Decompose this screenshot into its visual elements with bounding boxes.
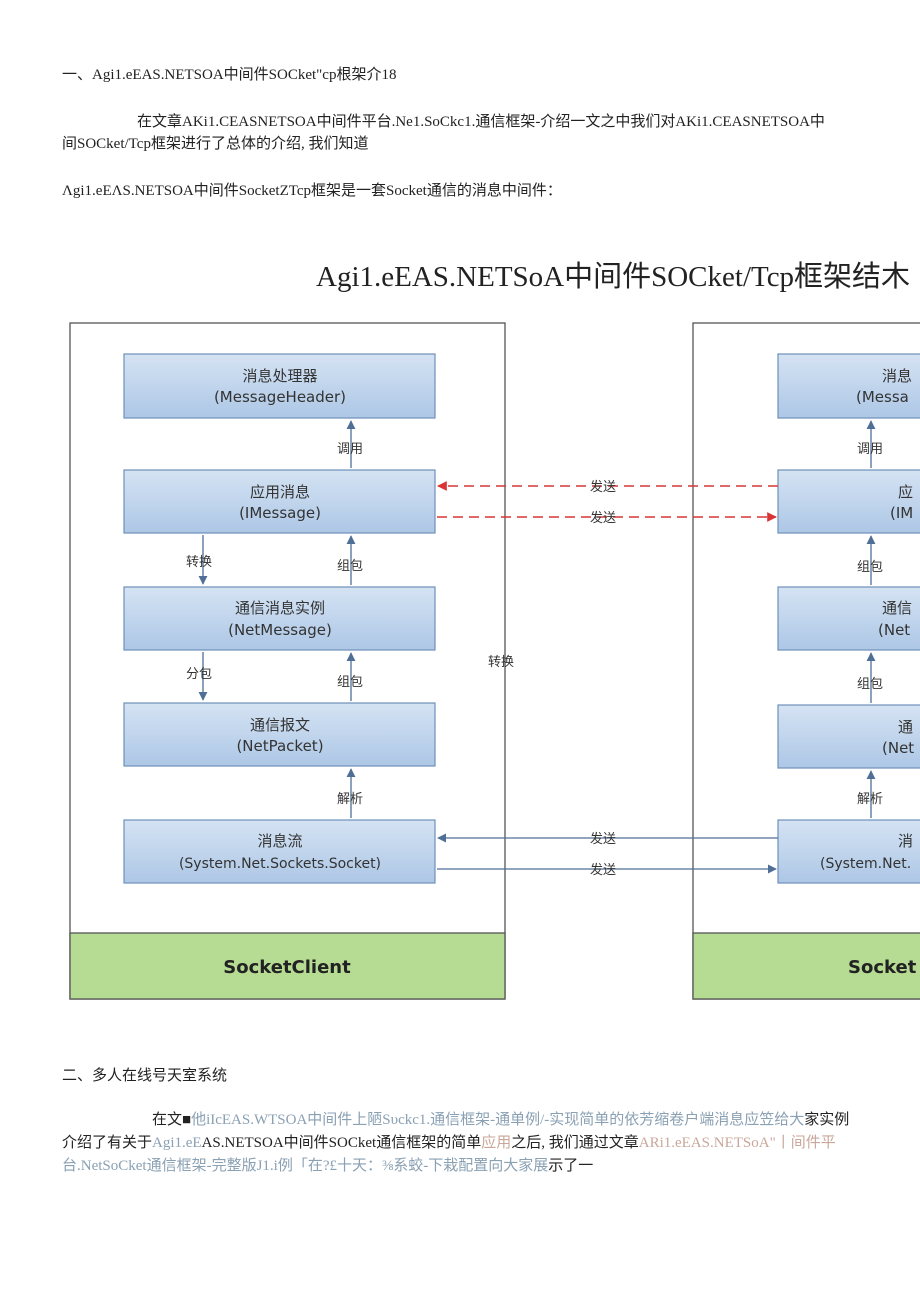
box-title: 消息流 bbox=[257, 832, 302, 850]
box-subtitle: (NetMessage) bbox=[228, 621, 332, 639]
text-segment: 在文■ bbox=[152, 1112, 192, 1128]
text-segment: 家实例 bbox=[804, 1112, 850, 1128]
article-link-full-version[interactable]: ARi1.eEAS.NETSoA"丨间件平 bbox=[638, 1135, 836, 1151]
label-parse: 解析 bbox=[337, 792, 363, 807]
client-box-app-message: 应用消息 (IMessage) bbox=[123, 469, 436, 534]
box-subtitle: (IMessage) bbox=[239, 504, 321, 522]
server-box-net-packet: 通 (Net bbox=[777, 704, 920, 769]
box-subtitle: (System.Net.Sockets.Socket) bbox=[179, 856, 381, 872]
server-box-app-message: 应 (IM bbox=[777, 469, 920, 534]
server-box-message-handler: 消息 (Messa bbox=[777, 353, 920, 419]
text-segment: AS.NETSOA中间件SOCket通信框架的简单 bbox=[201, 1135, 482, 1151]
box-subtitle: (Net bbox=[878, 621, 910, 639]
label-pack-2: 组包 bbox=[337, 675, 363, 690]
client-label: SocketClient bbox=[223, 957, 351, 978]
label-middle-convert: 转换 bbox=[488, 655, 514, 670]
box-subtitle: (System.Net. bbox=[820, 856, 911, 872]
client-box-net-message: 通信消息实例 (NetMessage) bbox=[123, 586, 436, 651]
section2-heading: 二、多人在线号天室系统 bbox=[62, 1068, 228, 1084]
client-box-net-packet: 通信报文 (NetPacket) bbox=[123, 702, 436, 767]
text-segment: 介绍了有关于 bbox=[62, 1135, 153, 1151]
server-box-net-message: 通信 (Net bbox=[777, 586, 920, 651]
link-agile-eas[interactable]: Agi1.eE bbox=[152, 1135, 202, 1151]
section1-paragraph-line2: 间SOCket/Tcp框架进行了总体的介绍, 我们知道 bbox=[62, 136, 369, 152]
client-panel: SocketClient bbox=[69, 322, 506, 1000]
server-box-message-stream: 消 (System.Net. bbox=[777, 819, 920, 884]
server-panel: Socket bbox=[692, 322, 920, 1000]
section1-paragraph-line1: 在文章AKi1.CEASNETSOA中间件平台.Ne1.SoCkc1.通信框架-… bbox=[137, 114, 825, 130]
server-label-call: 调用 bbox=[857, 442, 883, 457]
box-title: 消 bbox=[898, 832, 913, 850]
box-title: 通信消息实例 bbox=[235, 599, 325, 617]
client-box-message-stream: 消息流 (System.Net.Sockets.Socket) bbox=[123, 819, 436, 884]
box-subtitle: (MessageHeader) bbox=[214, 388, 346, 406]
label-pack-1: 组包 bbox=[337, 559, 363, 574]
box-subtitle: (IM bbox=[890, 504, 913, 522]
text-segment: 示了一 bbox=[548, 1158, 594, 1174]
section1-heading: 一、Agi1.eEAS.NETSOA中间件SOCket"cp根架介18 bbox=[62, 67, 397, 83]
section2-paragraph-line1: 在文■他iIcEAS.WTSOA中间件上陋Sυckc1.通信框架-通单例/-实现… bbox=[152, 1110, 849, 1131]
server-label-parse: 解析 bbox=[857, 792, 883, 807]
label-split: 分包 bbox=[186, 667, 212, 682]
label-convert: 转换 bbox=[186, 555, 212, 570]
box-title: 消息处理器 bbox=[242, 367, 317, 385]
text-segment: 之后, 我们通过文章 bbox=[511, 1135, 639, 1151]
label-send-1: 发送 bbox=[590, 479, 616, 495]
box-title: 通 bbox=[898, 718, 913, 736]
label-send-4: 发送 bbox=[590, 862, 616, 878]
client-box-message-handler: 消息处理器 (MessageHeader) bbox=[123, 353, 436, 419]
link-application[interactable]: 应用 bbox=[481, 1135, 512, 1151]
box-title: 通信 bbox=[882, 599, 912, 617]
box-subtitle: (Net bbox=[882, 739, 914, 757]
box-title: 消息 bbox=[882, 367, 912, 385]
section1-paragraph2: Λgi1.eEΛS.NETSOA中间件SocketZTcp框架是一套Socket… bbox=[62, 183, 562, 199]
article-link-full-version-cont[interactable]: 台.NetSoCket通信框架-完整版J1.i例「在?£十天：⅜系蛟-下栽配置向… bbox=[62, 1158, 549, 1174]
label-call: 调用 bbox=[337, 442, 363, 457]
label-send-2: 发送 bbox=[590, 510, 616, 526]
diagram-title: Agi1.eEAS.NETSoA中间件SOCket/Tcp框架结木 bbox=[316, 261, 911, 293]
box-subtitle: (NetPacket) bbox=[236, 737, 323, 755]
server-label: Socket bbox=[848, 957, 917, 978]
section2-paragraph-line2: 介绍了有关于Agi1.eEAS.NETSOA中间件SOCket通信框架的简单应用… bbox=[62, 1133, 836, 1154]
box-title: 应 bbox=[898, 483, 913, 501]
section2-paragraph-line3: 台.NetSoCket通信框架-完整版J1.i例「在?£十天：⅜系蛟-下栽配置向… bbox=[62, 1156, 593, 1177]
box-title: 应用消息 bbox=[250, 483, 310, 501]
box-subtitle: (Messa bbox=[856, 388, 909, 406]
server-label-pack-2: 组包 bbox=[857, 677, 883, 692]
article-link-simple-example[interactable]: 他iIcEAS.WTSOA中间件上陋Sυckc1.通信框架-通单例/-实现简单的… bbox=[191, 1112, 805, 1128]
box-title: 通信报文 bbox=[250, 716, 310, 734]
server-label-pack-1: 组包 bbox=[857, 560, 883, 575]
label-send-3: 发送 bbox=[590, 831, 616, 847]
